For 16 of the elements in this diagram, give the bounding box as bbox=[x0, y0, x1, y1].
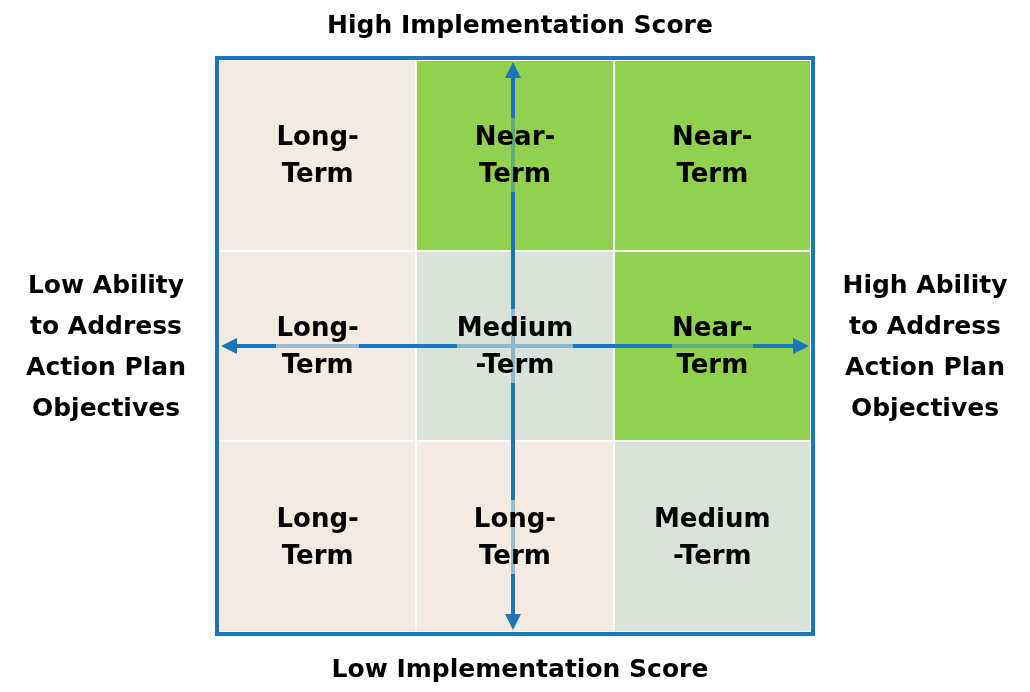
timeframe-label: Long- Term bbox=[473, 499, 557, 574]
matrix-cell bbox=[416, 60, 614, 251]
matrix-cell bbox=[613, 60, 811, 251]
matrix-cell bbox=[613, 441, 811, 632]
axis-label: High Implementation Score bbox=[326, 9, 714, 41]
timeframe-label: Medium -Term bbox=[456, 309, 574, 383]
matrix-cell bbox=[219, 250, 417, 442]
matrix-cell bbox=[416, 441, 614, 632]
matrix-cell bbox=[219, 60, 417, 251]
matrix-cell bbox=[416, 250, 614, 442]
matrix-cell bbox=[219, 441, 417, 632]
matrix-cell bbox=[613, 250, 811, 442]
axis-label: Low Ability to Address Action Plan Objectives bbox=[25, 269, 187, 424]
axis-label: High Ability to Address Action Plan Objectives bbox=[841, 269, 1009, 424]
timeframe-label: Near- Term bbox=[474, 118, 556, 193]
axis-label: Low Implementation Score bbox=[330, 653, 710, 685]
